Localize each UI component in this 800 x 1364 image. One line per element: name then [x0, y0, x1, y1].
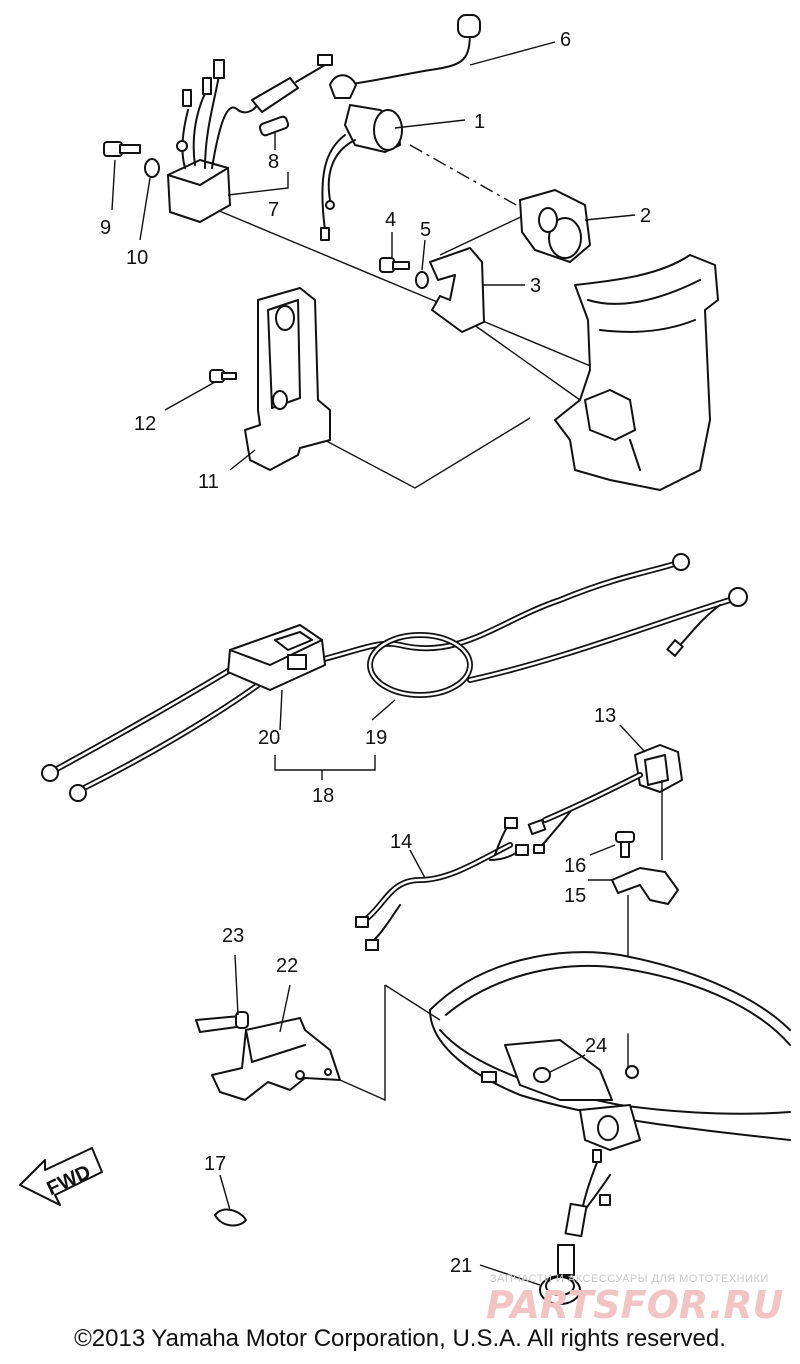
- part-label-23: 23: [222, 925, 244, 947]
- part-7-rectifier: [167, 54, 333, 223]
- part-17-clamp: [214, 1208, 247, 1227]
- part-label-21: 21: [450, 1255, 472, 1277]
- part-label-17: 17: [204, 1153, 226, 1175]
- part-label-18: 18: [312, 785, 334, 807]
- part-9-bolt: [103, 141, 141, 157]
- part-label-22: 22: [276, 955, 298, 977]
- lower-cowling: [429, 951, 791, 1151]
- part-24-grommet: [533, 1067, 551, 1083]
- part-12-bolt: [209, 369, 237, 383]
- part-label-14: 14: [390, 831, 412, 853]
- part-2-relay-holder: [519, 189, 591, 263]
- part-label-4: 4: [385, 209, 396, 231]
- part-label-11: 11: [198, 471, 219, 493]
- watermark-tagline: ЗАПЧАСТИ И АКСЕССУАРЫ ДЛЯ МОТОТЕХНИКИ: [490, 1273, 769, 1285]
- part-4-bolt: [379, 257, 410, 273]
- watermark-brand: PARTSFOR.RU: [486, 1283, 784, 1327]
- part-23-clip: [195, 1011, 249, 1033]
- part-5-washer: [415, 271, 429, 289]
- part-14-sub-harness: [355, 817, 529, 951]
- part-label-1: 1: [474, 111, 485, 133]
- part-label-13: 13: [594, 705, 616, 727]
- part-label-3: 3: [530, 275, 541, 297]
- part-label-15: 15: [564, 885, 586, 907]
- part-labels: 1 2 3 4 5 6 7 8 9 10 11 12 13 14 15 16 1…: [100, 29, 651, 1277]
- part-1-starter-relay: [320, 104, 403, 241]
- part-label-10: 10: [126, 247, 148, 269]
- part-16-screw: [615, 831, 635, 858]
- part-label-20: 20: [258, 727, 280, 749]
- part-15-bracket: [611, 867, 679, 905]
- part-label-8: 8: [268, 151, 279, 173]
- alignment-line: [339, 985, 386, 1102]
- part-label-2: 2: [640, 205, 651, 227]
- part-22-bracket: [211, 1017, 341, 1101]
- part-20-connector: [227, 624, 326, 691]
- alignment-line: [469, 321, 581, 401]
- alignment-line: [409, 144, 526, 211]
- part-label-24: 24: [585, 1035, 607, 1057]
- part-11-bracket-plate: [244, 287, 331, 471]
- leader-lines: [111, 41, 646, 1286]
- part-label-5: 5: [420, 219, 431, 241]
- watermark: ЗАПЧАСТИ И АКСЕССУАРЫ ДЛЯ МОТОТЕХНИКИ PA…: [486, 1273, 784, 1327]
- copyright-text: ©2013 Yamaha Motor Corporation, U.S.A. A…: [74, 1325, 726, 1352]
- engine-housing: [554, 254, 719, 491]
- fwd-arrow-icon: FWD: [19, 1147, 103, 1206]
- bracket-line: [274, 755, 376, 771]
- part-3-bracket: [429, 247, 485, 333]
- part-6-lead-wire: [329, 14, 481, 99]
- part-13-switch: [527, 744, 683, 854]
- alignment-line: [384, 984, 441, 1021]
- alignment-line: [204, 204, 601, 371]
- part-8-fuse: [258, 115, 290, 137]
- part-label-19: 19: [365, 727, 387, 749]
- part-21-sender: [539, 1149, 611, 1305]
- alignment-line: [439, 214, 526, 256]
- part-10-washer: [144, 158, 160, 178]
- part-18-wire-harness: [41, 553, 748, 802]
- part-label-12: 12: [134, 413, 156, 435]
- part-label-16: 16: [564, 855, 586, 877]
- part-label-9: 9: [100, 217, 111, 239]
- part-label-7: 7: [268, 199, 279, 221]
- part-label-6: 6: [560, 29, 571, 51]
